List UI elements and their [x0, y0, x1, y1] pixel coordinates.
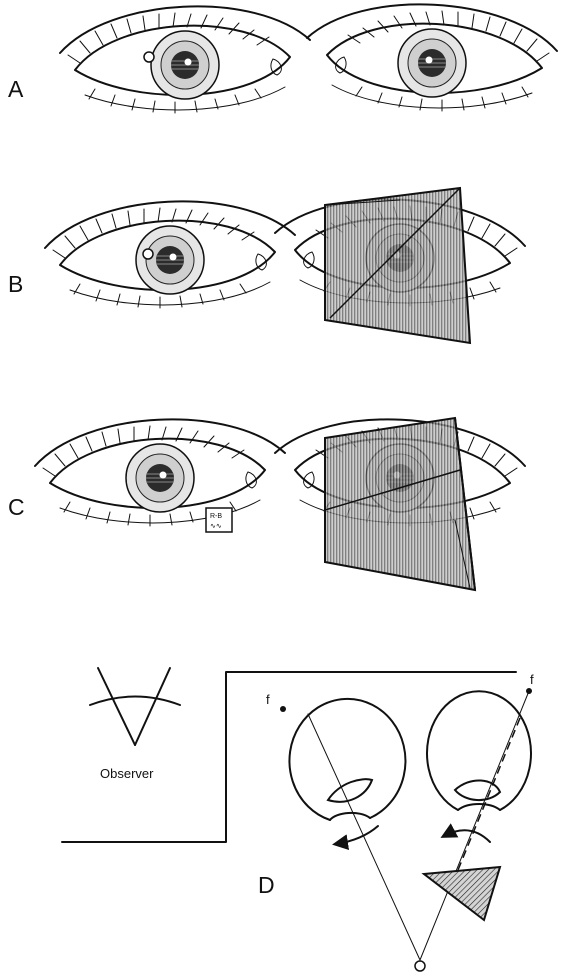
corneal-reflex-dot — [144, 52, 154, 62]
eye-c-left — [35, 419, 285, 526]
panel-label-c: C — [8, 494, 25, 520]
eye-a-right — [307, 4, 557, 111]
visual-axis-left — [308, 714, 420, 960]
fixation-card: R-B ∿∿ — [206, 508, 232, 532]
visual-axis-right-solid — [420, 691, 529, 960]
fovea-label-left: f — [266, 692, 270, 707]
panel-label-d: D — [258, 872, 275, 898]
rotation-arrow-left — [336, 826, 378, 844]
prism-d — [424, 867, 500, 920]
eyeball-right — [427, 688, 532, 810]
eye-a-left — [60, 6, 310, 113]
prism-b — [325, 188, 470, 343]
observer-label: Observer — [100, 766, 154, 781]
rotation-arrow-right — [444, 830, 490, 842]
prism-c — [325, 418, 475, 590]
eye-b-left — [45, 201, 295, 308]
fixation-target — [415, 961, 425, 971]
card-text-bottom: ∿∿ — [210, 523, 222, 530]
fovea-label-right: f — [530, 672, 534, 687]
eyeball-left — [280, 699, 405, 820]
corneal-reflex-dot — [143, 249, 153, 259]
panel-label-b: B — [8, 271, 23, 297]
panel-label-a: A — [8, 76, 24, 102]
card-text-top: R-B — [210, 513, 222, 520]
observer-figure — [90, 668, 180, 745]
